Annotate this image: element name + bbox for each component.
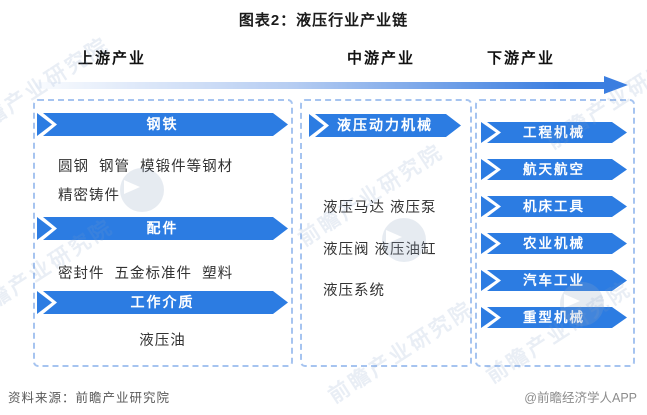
upstream-steel-items-2: 精密铸件 (58, 188, 120, 204)
page-title: 图表2：液压行业产业链 (238, 12, 409, 29)
upstream-box (33, 99, 293, 367)
stage-label-upstream: 上游产业 (78, 50, 147, 67)
stage-label-midstream: 中游产业 (347, 50, 416, 67)
banner-automotive-industry: 汽车工业 (481, 270, 627, 291)
banner-hydraulic-power-label: 液压动力机械 (337, 117, 433, 133)
upstream-steel-items: 圆钢 钢管 模锻件等钢材 (58, 159, 234, 175)
stage-label-downstream: 下游产业 (487, 50, 556, 67)
midstream-box (300, 99, 472, 367)
banner-steel: 钢铁 (37, 113, 288, 136)
flow-arrow-head-icon (604, 76, 628, 94)
banner-hydraulic-power: 液压动力机械 (309, 114, 461, 137)
banner-parts: 配件 (37, 217, 288, 240)
banner-steel-label: 钢铁 (146, 116, 179, 132)
banner-working-medium-label: 工作介质 (130, 294, 195, 310)
source-note: 资料来源：前瞻产业研究院 (8, 391, 171, 405)
banner-parts-label: 配件 (146, 220, 179, 236)
watermark: 前瞻产业研究院 (324, 297, 478, 408)
credit-note: @前瞻经济学人APP (524, 391, 637, 405)
midstream-item: 液压系统 (323, 283, 385, 299)
flow-arrow (35, 82, 608, 89)
downstream-box (475, 99, 635, 367)
upstream-medium-items: 液压油 (139, 333, 186, 349)
banner-aerospace: 航天航空 (481, 159, 627, 180)
midstream-item: 液压马达 液压泵 (323, 200, 437, 216)
banner-engineering-machinery: 工程机械 (481, 122, 627, 143)
banner-agricultural-machinery: 农业机械 (481, 233, 627, 254)
banner-heavy-machinery: 重型机械 (481, 307, 627, 328)
upstream-parts-items: 密封件 五金标准件 塑料 (58, 266, 234, 282)
banner-working-medium: 工作介质 (37, 291, 288, 314)
midstream-item: 液压阀 液压油缸 (323, 242, 437, 258)
banner-machine-tools: 机床工具 (481, 196, 627, 217)
